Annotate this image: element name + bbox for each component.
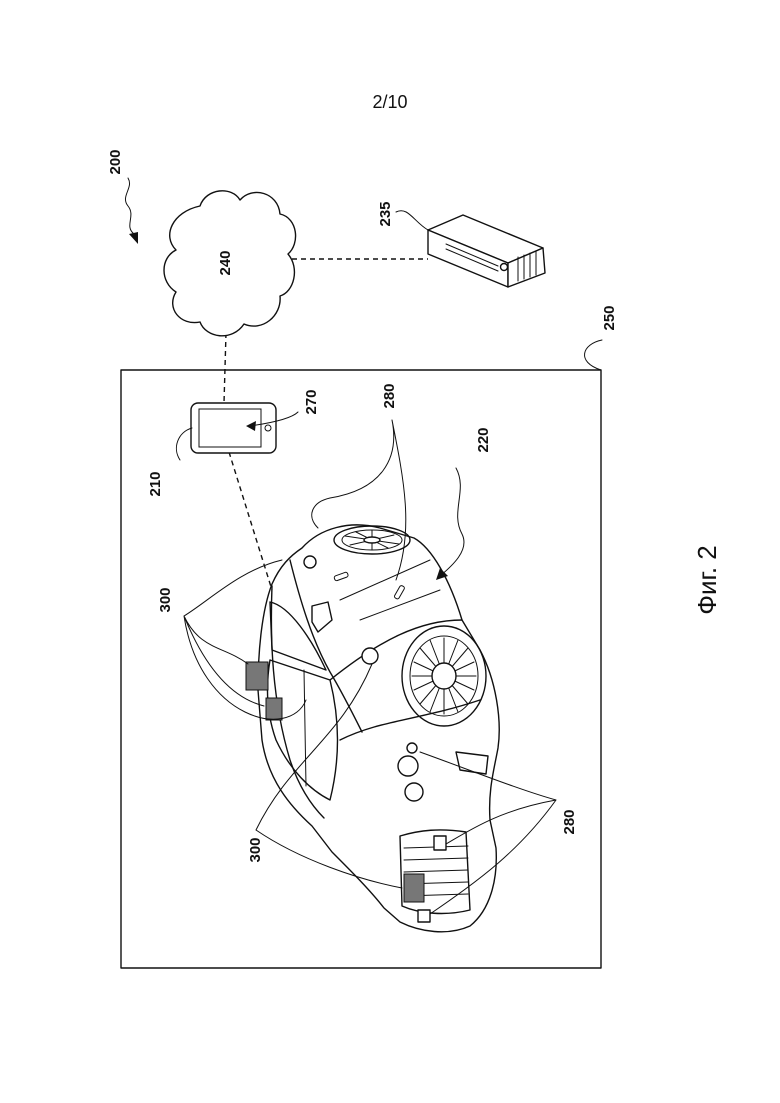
- server-tower-icon: [428, 215, 545, 287]
- components-front-label: 300: [247, 837, 264, 862]
- vehicle-car-icon: [246, 525, 499, 932]
- server-leader: [396, 211, 428, 230]
- environment-label: 250: [601, 305, 618, 330]
- device-vehicle-link: [229, 452, 272, 590]
- device-display-label: 270: [303, 389, 320, 414]
- network-label: 240: [217, 250, 234, 275]
- tablet-device-icon: [191, 403, 276, 453]
- system-arrowhead: [129, 232, 138, 244]
- system-label: 200: [107, 149, 124, 174]
- components-top-callout: [184, 560, 306, 719]
- vehicle-label: 220: [475, 427, 492, 452]
- sensors-front-callout: [420, 752, 556, 914]
- components-top-label: 300: [157, 587, 174, 612]
- network-device-link: [224, 333, 226, 403]
- device-leader: [176, 428, 192, 460]
- vehicle-leader: [440, 468, 464, 576]
- figure-caption: Фиг. 2: [692, 545, 722, 615]
- server-label: 235: [377, 201, 394, 226]
- sensors-top-label: 280: [381, 383, 398, 408]
- mobile-device-label: 210: [147, 471, 164, 496]
- system-leader: [125, 178, 134, 234]
- sensors-top-callout: [312, 420, 406, 580]
- sensors-front-label: 280: [561, 809, 578, 834]
- environment-leader: [585, 340, 602, 370]
